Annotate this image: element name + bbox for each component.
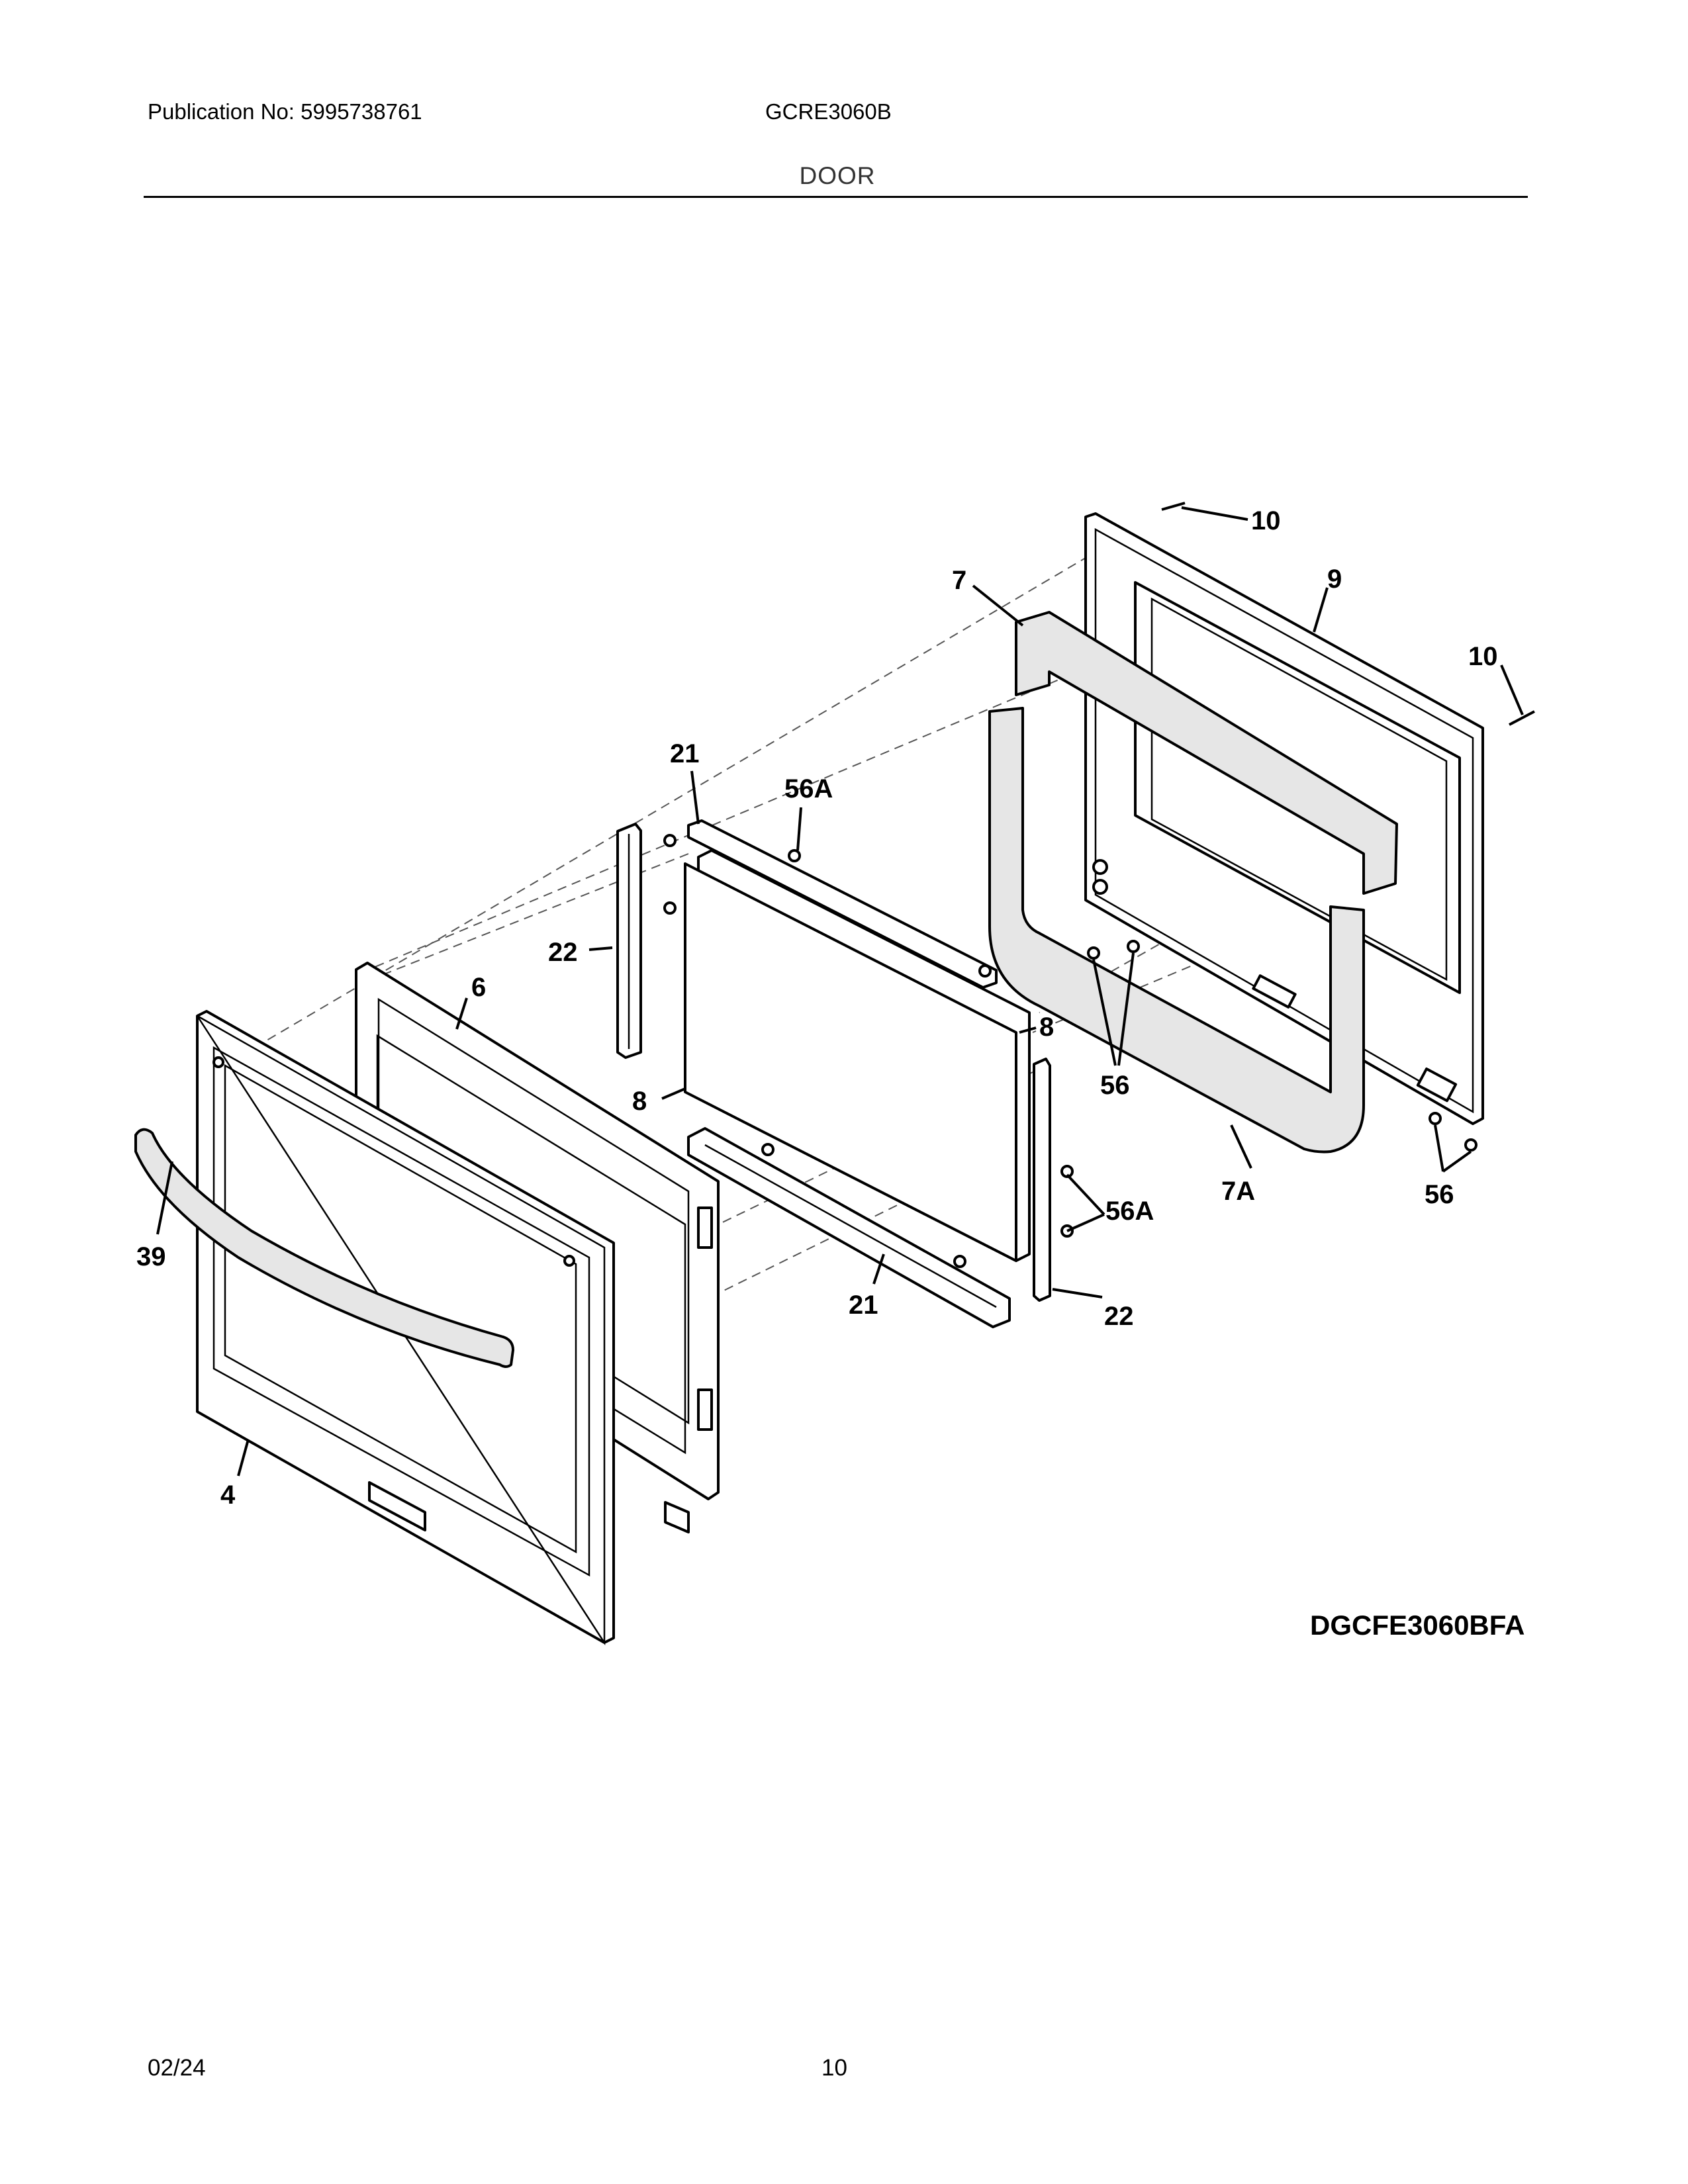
callout-10-top: 10 — [1251, 506, 1281, 535]
section-title: DOOR — [799, 162, 876, 189]
callout-8-left: 8 — [632, 1087, 647, 1116]
callout-8-right: 8 — [1039, 1013, 1054, 1042]
page-number: 10 — [821, 2055, 847, 2081]
callout-22-right: 22 — [1104, 1302, 1134, 1331]
callout-56A-bottom: 56A — [1105, 1197, 1154, 1226]
callout-21-top: 21 — [670, 739, 700, 768]
diagram-code: DGCFE3060BFA — [1310, 1610, 1525, 1641]
publication-number: Publication No: 5995738761 — [148, 99, 422, 124]
footer-date: 02/24 — [148, 2055, 206, 2081]
brand-logo-plate — [368, 1481, 426, 1531]
hinge-pins-10 — [1161, 502, 1535, 726]
callout-6: 6 — [471, 973, 486, 1002]
callout-9: 9 — [1327, 565, 1342, 594]
model-number: GCRE3060B — [765, 99, 892, 124]
header-rule — [144, 196, 1528, 198]
door-gasket-u-7A — [988, 707, 1365, 1154]
door-handle-39 — [134, 1128, 514, 1368]
leader-lines — [156, 506, 1524, 1477]
screws-56A — [663, 834, 1074, 1268]
door-gasket-top-7 — [1015, 611, 1398, 895]
callout-39: 39 — [136, 1242, 166, 1271]
door-glass-8 — [684, 849, 1031, 1262]
glass-channel-21-top — [687, 819, 998, 989]
callout-21-bottom: 21 — [849, 1291, 878, 1320]
screws-56 — [1087, 940, 1477, 1152]
callout-7: 7 — [952, 566, 966, 595]
callout-56-middle: 56 — [1100, 1071, 1130, 1100]
callout-56A-top: 56A — [784, 774, 833, 803]
callout-10-right: 10 — [1468, 642, 1498, 671]
side-bracket-22-right — [1033, 1058, 1051, 1302]
callout-4: 4 — [220, 1480, 236, 1510]
glass-channel-21-bottom — [687, 1127, 1011, 1328]
callout-22-left: 22 — [548, 938, 578, 967]
callout-7A: 7A — [1221, 1177, 1255, 1206]
callout-56-right: 56 — [1425, 1180, 1454, 1209]
